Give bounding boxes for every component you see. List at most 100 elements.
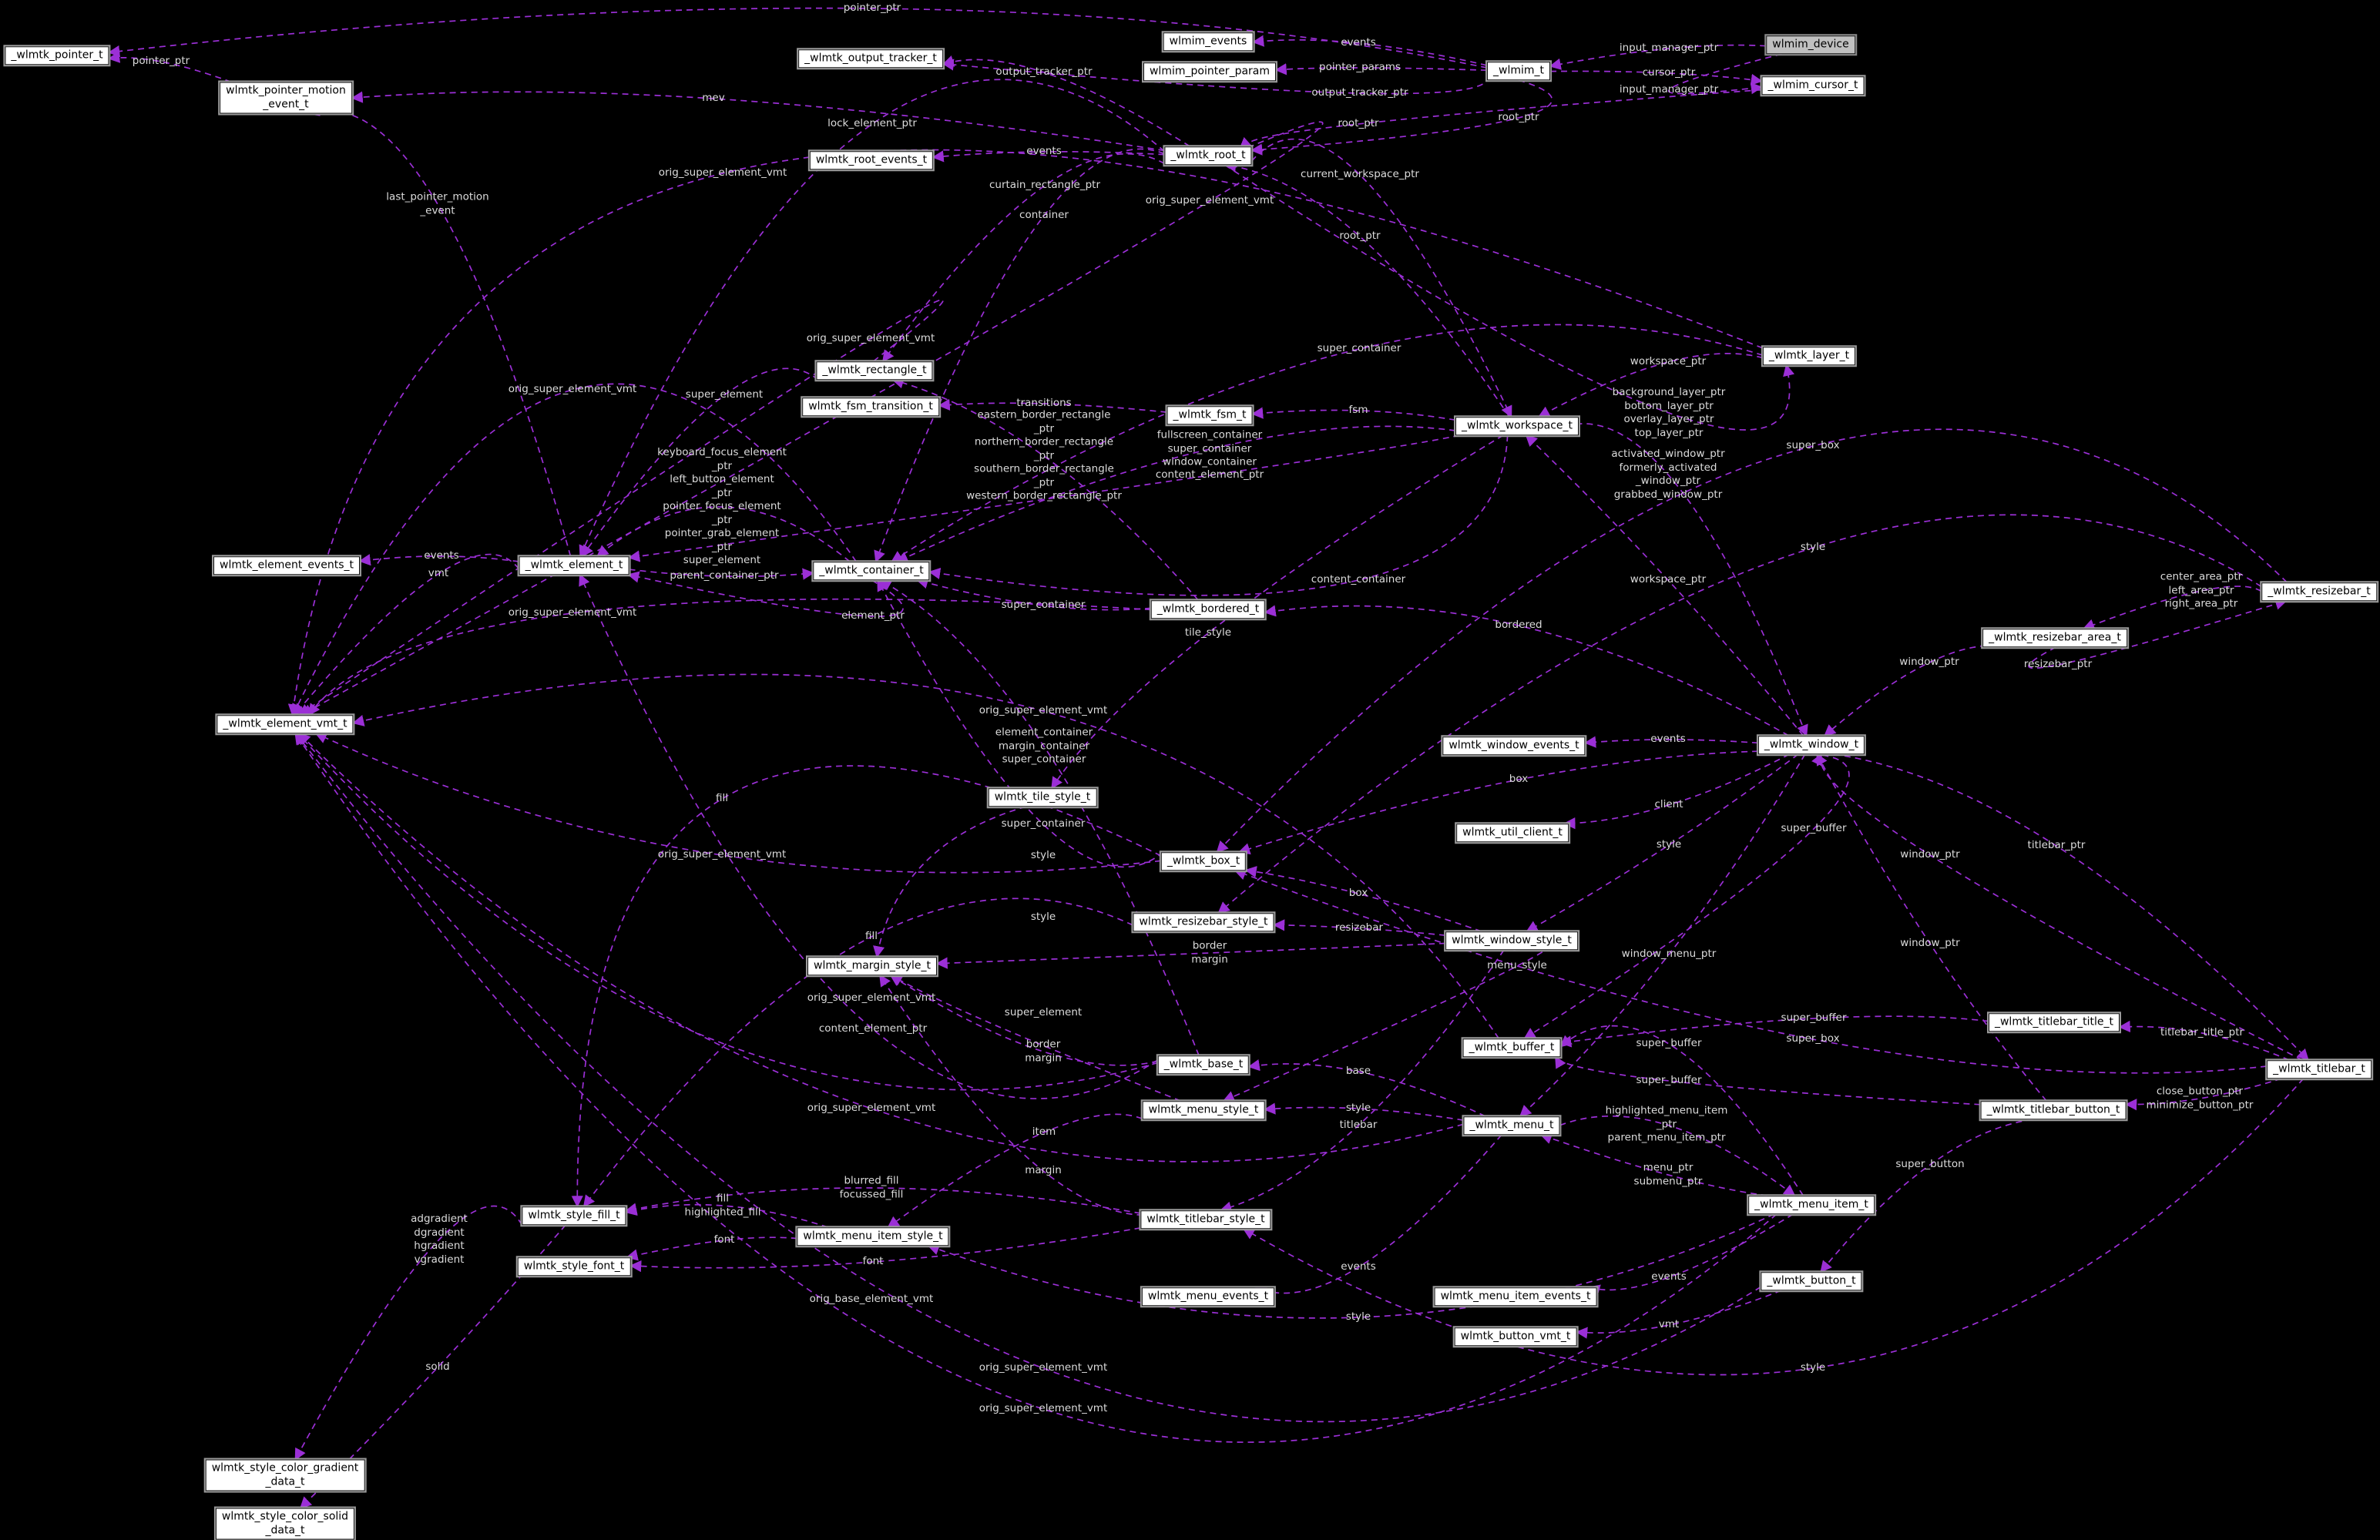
edge-root-to-layer xyxy=(1224,164,1795,431)
edge-menu_style-to-menu_item_style xyxy=(887,1113,1143,1228)
graph-node-wlmim_events[interactable]: wlmim_events xyxy=(1161,31,1255,52)
edge-button-to-element_vmt xyxy=(295,732,1761,1423)
graph-node-bordered[interactable]: _wlmtk_bordered_t xyxy=(1149,599,1267,620)
graph-node-root_events[interactable]: wlmtk_root_events_t xyxy=(807,149,935,171)
graph-node-box[interactable]: _wlmtk_box_t xyxy=(1159,851,1248,872)
graph-node-element_vmt[interactable]: _wlmtk_element_vmt_t xyxy=(215,713,355,735)
edge-window-to-window_style xyxy=(1526,753,1799,932)
graph-node-base[interactable]: _wlmtk_base_t xyxy=(1156,1054,1251,1075)
edge-box-to-container xyxy=(877,579,1164,868)
edge-titlebar-to-box xyxy=(1234,868,2268,1074)
graph-node-element[interactable]: _wlmtk_element_t xyxy=(517,555,631,576)
edge-element-to-element_events xyxy=(358,554,519,566)
graph-node-resizebar_style[interactable]: wlmtk_resizebar_style_t xyxy=(1131,911,1276,933)
edge-container-to-element_vmt xyxy=(292,383,857,716)
edge-layer-to-container xyxy=(891,324,1764,562)
graph-node-titlebar[interactable]: _wlmtk_titlebar_t xyxy=(2265,1059,2373,1080)
graph-node-menu_events[interactable]: wlmtk_menu_events_t xyxy=(1140,1286,1277,1307)
graph-node-fsm_transition[interactable]: wlmtk_fsm_transition_t xyxy=(801,396,941,418)
graph-node-menu_style[interactable]: wlmtk_menu_style_t xyxy=(1140,1099,1267,1121)
edge-titlebar_button-to-button xyxy=(1820,1119,2033,1273)
graph-node-menu[interactable]: _wlmtk_menu_t xyxy=(1462,1115,1562,1136)
edge-resizebar-to-resizebar_area xyxy=(2082,585,2262,631)
graph-node-device[interactable]: wlmim_device xyxy=(1764,34,1857,55)
graph-node-resizebar[interactable]: _wlmtk_resizebar_t xyxy=(2260,581,2378,602)
graph-node-pointer[interactable]: _wlmtk_pointer_t xyxy=(3,45,111,66)
edge-window_style-to-margin_style xyxy=(935,942,1446,969)
edge-titlebar_style-to-style_font xyxy=(629,1226,1141,1273)
graph-node-wlmim_pointer_param[interactable]: wlmim_pointer_param xyxy=(1141,61,1278,82)
graph-node-fsm[interactable]: _wlmtk_fsm_t xyxy=(1165,404,1254,426)
edge-fsm-to-fsm_transition xyxy=(938,398,1167,413)
edge-root-to-workspace xyxy=(1250,138,1512,418)
graph-node-menu_item_events[interactable]: wlmtk_menu_item_events_t xyxy=(1432,1286,1599,1307)
graph-node-container[interactable]: _wlmtk_container_t xyxy=(811,560,932,582)
edge-base-to-container xyxy=(879,579,1200,1056)
edge-resizebar_area-to-resizebar xyxy=(2028,598,2288,669)
graph-node-cursor[interactable]: _wlmim_cursor_t xyxy=(1760,75,1866,96)
graph-node-titlebar_button[interactable]: _wlmtk_titlebar_button_t xyxy=(1979,1099,2128,1121)
edge-box-to-style_fill xyxy=(571,765,1162,1208)
edge-root-to-element_vmt xyxy=(300,121,1324,716)
edge-menu_item_style-to-style_font xyxy=(626,1236,797,1261)
edge-root-to-container xyxy=(874,148,1183,563)
edge-bordered-to-rectangle xyxy=(891,377,1199,601)
graph-node-rectangle[interactable]: _wlmtk_rectangle_t xyxy=(814,360,935,381)
graph-node-pointer_motion[interactable]: wlmtk_pointer_motion _event_t xyxy=(218,80,354,116)
graph-node-window_style[interactable]: wlmtk_window_style_t xyxy=(1444,930,1579,951)
graph-node-button_vmt[interactable]: wlmtk_button_vmt_t xyxy=(1452,1326,1579,1347)
edge-root-to-rectangle xyxy=(882,153,1165,363)
edge-window-to-bordered xyxy=(1264,605,1790,736)
graph-node-margin_style[interactable]: wlmtk_margin_style_t xyxy=(805,955,939,977)
graph-node-solid[interactable]: wlmtk_style_color_solid _data_t xyxy=(213,1506,357,1540)
edge-bordered-to-element_vmt xyxy=(308,598,1152,716)
graph-node-layer[interactable]: _wlmtk_layer_t xyxy=(1761,345,1858,367)
graph-node-titlebar_title[interactable]: _wlmtk_titlebar_title_t xyxy=(1986,1012,2122,1033)
graph-node-util_client[interactable]: wlmtk_util_client_t xyxy=(1455,822,1570,844)
edge-wlmim_t-to-root xyxy=(1250,79,1553,156)
edge-button-to-button_vmt xyxy=(1575,1290,1782,1339)
edge-titlebar_button-to-window xyxy=(1816,753,2047,1102)
graph-node-menu_item_style[interactable]: wlmtk_menu_item_style_t xyxy=(795,1226,951,1247)
edge-menu_style-to-margin_style xyxy=(890,975,1181,1102)
edge-workspace-to-fsm xyxy=(1250,407,1456,421)
graph-node-style_fill[interactable]: wlmtk_style_fill_t xyxy=(520,1205,628,1226)
graph-node-element_events[interactable]: wlmtk_element_events_t xyxy=(212,555,361,576)
graph-node-workspace[interactable]: _wlmtk_workspace_t xyxy=(1453,415,1581,437)
graph-node-root[interactable]: _wlmtk_root_t xyxy=(1163,145,1254,166)
edge-cursor-to-root xyxy=(1239,89,1762,149)
edge-root-to-element xyxy=(579,79,1166,558)
graph-node-buffer[interactable]: _wlmtk_buffer_t xyxy=(1461,1037,1563,1059)
graph-node-button[interactable]: _wlmtk_button_t xyxy=(1759,1270,1864,1292)
graph-node-wlmim_t[interactable]: _wlmim_t xyxy=(1485,60,1552,82)
graph-node-gradient[interactable]: wlmtk_style_color_gradient _data_t xyxy=(203,1458,367,1493)
edge-element-to-pointer_motion xyxy=(307,105,572,557)
edge-titlebar-to-titlebar_title xyxy=(2118,1020,2290,1061)
graph-node-menu_item[interactable]: _wlmtk_menu_item_t xyxy=(1747,1194,1876,1216)
edge-pointer_motion-to-pointer xyxy=(107,51,232,83)
edge-box-to-element_vmt xyxy=(314,732,1162,874)
edge-bordered-to-container xyxy=(916,577,1152,611)
edge-window_style-to-titlebar_style xyxy=(1220,949,1505,1213)
edge-titlebar_title-to-buffer xyxy=(1559,1015,1989,1048)
graph-node-output_tracker[interactable]: _wlmtk_output_tracker_t xyxy=(797,48,945,69)
edge-window-to-menu xyxy=(1519,753,1806,1118)
edge-window-to-box xyxy=(1237,750,1759,855)
edge-container-to-element xyxy=(627,571,904,617)
graph-node-window_events[interactable]: wlmtk_window_events_t xyxy=(1441,735,1587,757)
edge-root-to-pointer_motion xyxy=(351,91,1165,152)
edge-base-to-element xyxy=(579,573,1159,1099)
graph-node-tile_style[interactable]: wlmtk_tile_style_t xyxy=(986,787,1099,808)
graph-node-resizebar_area[interactable]: _wlmtk_resizebar_area_t xyxy=(1981,627,2129,649)
edge-window_style-to-menu_style xyxy=(1222,941,1553,1102)
edge-device-to-cursor xyxy=(1668,53,1782,95)
edge-workspace-to-tile_style xyxy=(1051,434,1504,790)
graph-node-style_font[interactable]: wlmtk_style_font_t xyxy=(515,1256,633,1277)
edge-window_style-to-resizebar_style xyxy=(1272,919,1446,936)
graph-node-window[interactable]: _wlmtk_window_t xyxy=(1756,734,1867,756)
edge-titlebar-to-window xyxy=(1811,753,2303,1061)
edge-layer-to-element_vmt xyxy=(287,149,1764,716)
graph-node-titlebar_style[interactable]: wlmtk_titlebar_style_t xyxy=(1139,1209,1273,1230)
